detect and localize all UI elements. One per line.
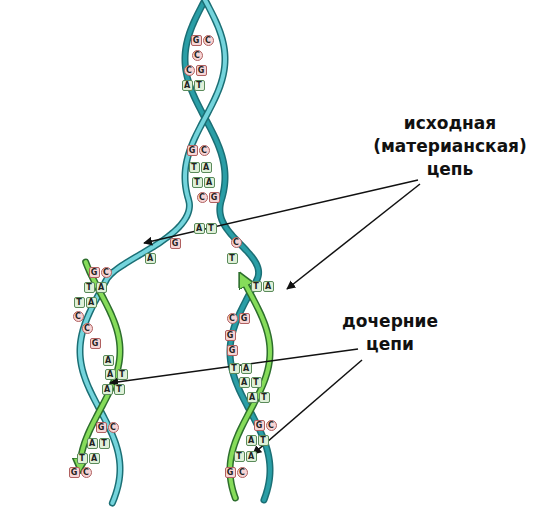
dna-strand	[185, 0, 270, 500]
base-letter: G	[196, 65, 207, 76]
base-letter: C	[199, 145, 210, 156]
base-letter: C	[197, 192, 208, 203]
base-letter: A	[96, 282, 107, 293]
base-letter: G	[225, 330, 236, 341]
callout-label: исходная (материанская) цепь	[365, 112, 535, 181]
base-letter: G	[225, 467, 236, 478]
base-letter: T	[227, 253, 238, 264]
strand-fill	[185, 0, 270, 500]
base-letter: A	[145, 253, 156, 264]
dna-strand	[80, 0, 225, 503]
base-letter: T	[251, 281, 262, 292]
base-letter: T	[251, 377, 262, 388]
base-letter: G	[187, 145, 198, 156]
base-letter: C	[192, 50, 203, 61]
base-letter: C	[108, 422, 119, 433]
base-letter: C	[73, 311, 84, 322]
callout-label: дочерние цепи	[330, 310, 450, 356]
base-letter: C	[237, 467, 248, 478]
leader-line	[287, 184, 420, 289]
strand-fill	[230, 279, 270, 498]
base-letter: T	[189, 162, 200, 173]
base-letter: T	[234, 451, 245, 462]
base-letter: A	[89, 453, 100, 464]
base-letter: A	[105, 369, 116, 380]
base-letter: G	[89, 267, 100, 278]
strand-outline	[80, 0, 225, 503]
base-letter: T	[258, 435, 269, 446]
base-letter: G	[227, 345, 238, 356]
base-letter: A	[263, 281, 274, 292]
base-letter: C	[231, 237, 242, 248]
base-letter: G	[239, 313, 250, 324]
base-letter: A	[246, 451, 257, 462]
base-letter: C	[101, 267, 112, 278]
strand-fill	[80, 0, 225, 503]
base-letter: C	[266, 420, 277, 431]
base-letter: T	[117, 369, 128, 380]
base-letter: T	[259, 392, 270, 403]
base-letter: A	[239, 377, 250, 388]
base-letter: T	[192, 177, 203, 188]
base-letter: C	[82, 323, 93, 334]
strand-fill	[80, 262, 120, 466]
base-letter: C	[184, 65, 195, 76]
base-letter: T	[77, 453, 88, 464]
base-letter: A	[86, 297, 97, 308]
base-letter: T	[74, 297, 85, 308]
base-letter: G	[96, 422, 107, 433]
base-letter: G	[209, 192, 220, 203]
leader-line	[144, 180, 418, 243]
base-letter: G	[90, 338, 101, 349]
dna-strand	[230, 279, 270, 498]
base-letter: A	[241, 363, 252, 374]
strand-outline	[230, 279, 270, 498]
base-letter: G	[254, 420, 265, 431]
base-letter: G	[191, 35, 202, 46]
base-letter: G	[170, 238, 181, 249]
base-letter: T	[84, 282, 95, 293]
base-letter: C	[81, 467, 92, 478]
base-letter: T	[229, 363, 240, 374]
base-letter: A	[182, 80, 193, 91]
base-letter: T	[114, 384, 125, 395]
dna-strand	[80, 262, 120, 466]
base-letter: C	[203, 35, 214, 46]
helix-strands	[80, 0, 270, 503]
leader-line	[253, 360, 362, 454]
base-letter: A	[87, 438, 98, 449]
strand-outline	[80, 262, 120, 466]
base-letter: A	[194, 223, 205, 234]
base-letter: C	[227, 313, 238, 324]
base-letter: T	[206, 223, 217, 234]
base-letter: A	[246, 435, 257, 446]
base-letter: A	[204, 177, 215, 188]
strand-outline	[185, 0, 270, 500]
base-letter: A	[247, 392, 258, 403]
base-letter: A	[103, 355, 114, 366]
base-letter: A	[201, 162, 212, 173]
base-letter: T	[99, 438, 110, 449]
base-letter: A	[102, 384, 113, 395]
base-letter: T	[194, 80, 205, 91]
base-letter: G	[69, 467, 80, 478]
